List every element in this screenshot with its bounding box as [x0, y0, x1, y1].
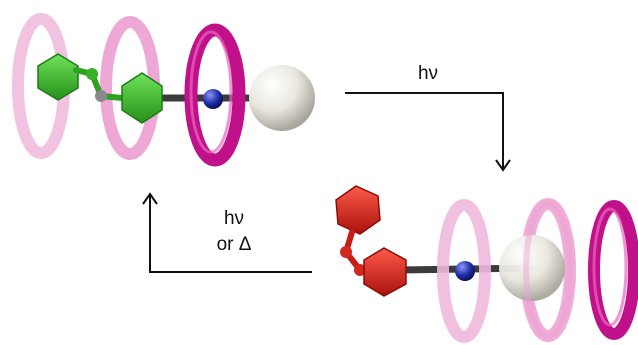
trans-azobenzene	[37, 53, 163, 124]
forward-arrowhead	[495, 159, 511, 172]
stopper-sphere	[249, 65, 315, 131]
reverse-light-label: hν	[223, 208, 245, 229]
reverse-arrow-line	[149, 195, 312, 273]
cis-rotaxane	[335, 185, 638, 343]
forward-arrow	[345, 92, 511, 172]
ring-highlight	[189, 30, 233, 154]
reverse-arrow	[142, 192, 312, 273]
faded-ring-front	[523, 201, 573, 339]
nitrogen-atom	[455, 261, 475, 281]
forward-light-label: hν	[417, 63, 439, 84]
azo-nitrogen-atom	[354, 264, 366, 276]
stopper-sphere	[499, 235, 565, 301]
azo-nitrogen-atom	[95, 90, 107, 102]
azo-nitrogen-atom	[340, 246, 352, 258]
benzene-ring	[335, 185, 381, 235]
benzene-ring	[37, 53, 79, 101]
azo-nitrogen-atom	[86, 68, 98, 80]
ring-highlight	[592, 207, 628, 327]
reverse-heat-label: or Δ	[216, 234, 252, 255]
nitrogen-atom	[203, 89, 223, 109]
faded-ring	[437, 199, 491, 343]
trans-rotaxane	[12, 13, 315, 167]
reverse-arrowhead	[142, 192, 158, 205]
benzene-ring	[121, 72, 163, 124]
forward-arrow-line	[345, 92, 504, 168]
benzene-ring	[363, 247, 407, 297]
cis-azobenzene	[335, 185, 407, 297]
